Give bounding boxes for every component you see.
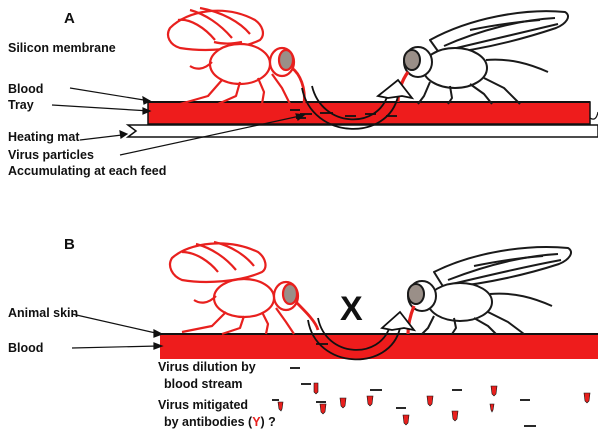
panel-a-letter: A — [64, 10, 75, 27]
infected-fly-b — [170, 242, 318, 334]
label-blood-b: Blood — [8, 341, 43, 355]
label-blood-stream: blood stream — [164, 377, 243, 391]
label-heating-mat: Heating mat — [8, 130, 80, 144]
infected-fly-a — [168, 8, 304, 104]
label-animal-skin: Animal skin — [8, 306, 78, 320]
label-tray: Tray — [8, 98, 34, 112]
heating-mat — [128, 125, 598, 137]
label-accumulating: Accumulating at each feed — [8, 164, 166, 178]
clean-fly-b — [408, 247, 571, 334]
label-virus-mitigated: Virus mitigated — [158, 398, 248, 412]
antibodies — [278, 383, 590, 425]
panel-b-letter: B — [64, 236, 75, 253]
label-virus-particles: Virus particles — [8, 148, 94, 162]
blocked-transmission-mark: X — [340, 290, 363, 329]
label-antibodies: by antibodies (Y) ? — [164, 415, 276, 429]
panel-a-feeder — [128, 102, 598, 137]
label-blood-a: Blood — [8, 82, 43, 96]
blood-tray-a — [148, 102, 590, 124]
label-virus-dilution: Virus dilution by — [158, 360, 256, 374]
clean-fly-a — [398, 11, 568, 104]
antibody-icon: Y — [252, 415, 260, 429]
label-antibodies-text: by antibodies ( — [164, 415, 252, 429]
label-silicon-membrane: Silicon membrane — [8, 41, 116, 55]
leaders-b — [72, 314, 162, 349]
label-antibodies-end: ) ? — [261, 415, 276, 429]
